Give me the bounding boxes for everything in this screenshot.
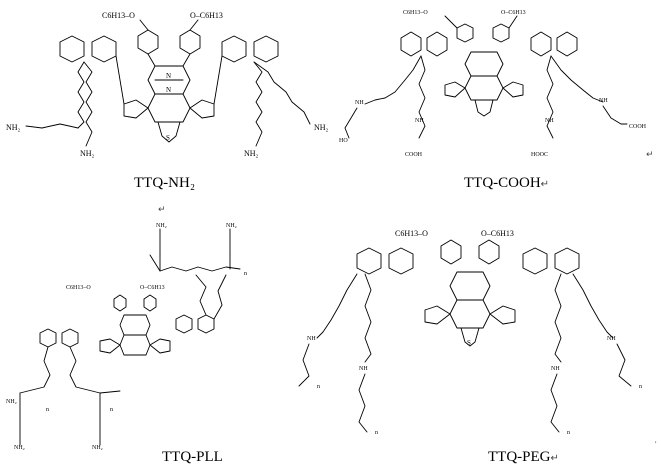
- repeat-n: n: [317, 384, 320, 390]
- thiophene-left: [123, 99, 149, 119]
- svg-text:NH₂: NH₂: [14, 445, 25, 451]
- svg-text:n: n: [639, 384, 642, 390]
- structure-ttq-pll: C6H13–O O–C6H13 NH₂ NH₂ n NH₂ NH₂ NH₂ n …: [0, 215, 300, 455]
- svg-text:NH₂: NH₂: [80, 149, 95, 158]
- ttq-pll-molecule: C6H13–O O–C6H13 NH₂ NH₂ n NH₂ NH₂ NH₂ n …: [6, 223, 247, 451]
- thiadiazole-ring: [157, 121, 181, 143]
- svg-text:NH₂: NH₂: [6, 399, 17, 405]
- svg-text:N: N: [166, 86, 171, 94]
- structure-ttq-nh2: C6H13–O O–C6H13 N N S NH₂ NH₂ NH₂: [0, 0, 340, 200]
- hexyloxy-right-label: O–C6H13: [481, 229, 514, 238]
- amine-end-group: NH₂: [6, 123, 21, 132]
- stray-comma: ,: [655, 438, 657, 444]
- svg-text:NH: NH: [545, 118, 554, 124]
- alkyl-chain: [77, 61, 85, 129]
- svg-text:NH: NH: [607, 336, 616, 342]
- ttq-peg-molecule: C6H13–O O–C6H13 S NH NH NH NH n n n n ,: [298, 229, 657, 444]
- phenyl-ring-left: [137, 29, 159, 55]
- structure-ttq-cooh: C6H13–O O–C6H13 NH NH NH NH HO COOH HOOC…: [335, 0, 661, 200]
- ttq-cooh-molecule: C6H13–O O–C6H13 NH NH NH NH HO COOH HOOC…: [339, 10, 647, 158]
- hydroxyl-label: HO: [339, 138, 348, 144]
- amine-end-group: NH₂: [156, 223, 167, 229]
- ttq-nh2-molecule: C6H13–O O–C6H13 N N S NH₂ NH₂ NH₂: [6, 11, 329, 158]
- fluorene-right-b: [253, 35, 279, 63]
- fluorene-left-a: [59, 35, 85, 63]
- thiophene-right: [189, 99, 215, 119]
- svg-text:n: n: [46, 407, 49, 413]
- phenyl-ring-right: [179, 29, 201, 55]
- thiadiazole-sulfur: S: [166, 134, 170, 142]
- caption-ttq-cooh: TTQ-COOH↵: [464, 175, 550, 191]
- linker-nh: NH: [307, 336, 316, 342]
- fluorene-left-b: [91, 35, 117, 63]
- carboxyl-end-group: COOH: [405, 152, 423, 158]
- svg-text:COOH: COOH: [629, 124, 647, 130]
- quinoxaline-core: [464, 51, 504, 77]
- svg-text:n: n: [110, 407, 113, 413]
- hexyloxy-left-label: C6H13–O: [66, 285, 91, 291]
- hexyloxy-right-label: O–C6H13: [190, 11, 223, 20]
- repeat-n: n: [244, 271, 247, 277]
- paragraph-mark: ↵: [646, 150, 654, 160]
- caption-ttq-peg: TTQ-PEG↵: [488, 449, 559, 465]
- quinoxaline-core: [119, 314, 151, 336]
- svg-text:NH: NH: [415, 118, 424, 124]
- svg-text:NH: NH: [599, 98, 608, 104]
- core-nitrogen: N: [166, 72, 171, 80]
- hexyloxy-right-label: O–C6H13: [501, 10, 526, 16]
- fluorene-right-a: [221, 35, 247, 63]
- svg-text:NH: NH: [359, 366, 368, 372]
- benzo-core: [147, 93, 191, 123]
- svg-text:NH₂: NH₂: [226, 223, 237, 229]
- hexyloxy-left-label: C6H13–O: [102, 11, 135, 20]
- thiadiazole-ring: [474, 99, 494, 117]
- svg-text:NH₂: NH₂: [244, 149, 259, 158]
- paragraph-mark-top: ↵: [158, 205, 166, 215]
- caption-ttq-nh2: TTQ-NH₂: [134, 175, 196, 191]
- svg-text:NH₂: NH₂: [314, 123, 329, 132]
- thiadiazole-ring: [460, 327, 480, 347]
- quinoxaline-core: [449, 271, 491, 301]
- hexyloxy-left-label: C6H13–O: [395, 229, 428, 238]
- carboxyl-left-label: HOOC: [531, 152, 548, 158]
- svg-text:NH₂: NH₂: [92, 445, 103, 451]
- hexyloxy-left-label: C6H13–O: [403, 10, 428, 16]
- svg-text:NH: NH: [551, 366, 560, 372]
- svg-text:n: n: [567, 430, 570, 436]
- svg-text:n: n: [375, 430, 378, 436]
- svg-text:S: S: [467, 339, 471, 347]
- caption-ttq-pll: TTQ-PLL: [162, 449, 223, 465]
- structure-ttq-peg: C6H13–O O–C6H13 S NH NH NH NH n n n n ,: [295, 210, 661, 450]
- linker-nh: NH: [355, 100, 364, 106]
- hexyloxy-right-label: O–C6H13: [140, 285, 165, 291]
